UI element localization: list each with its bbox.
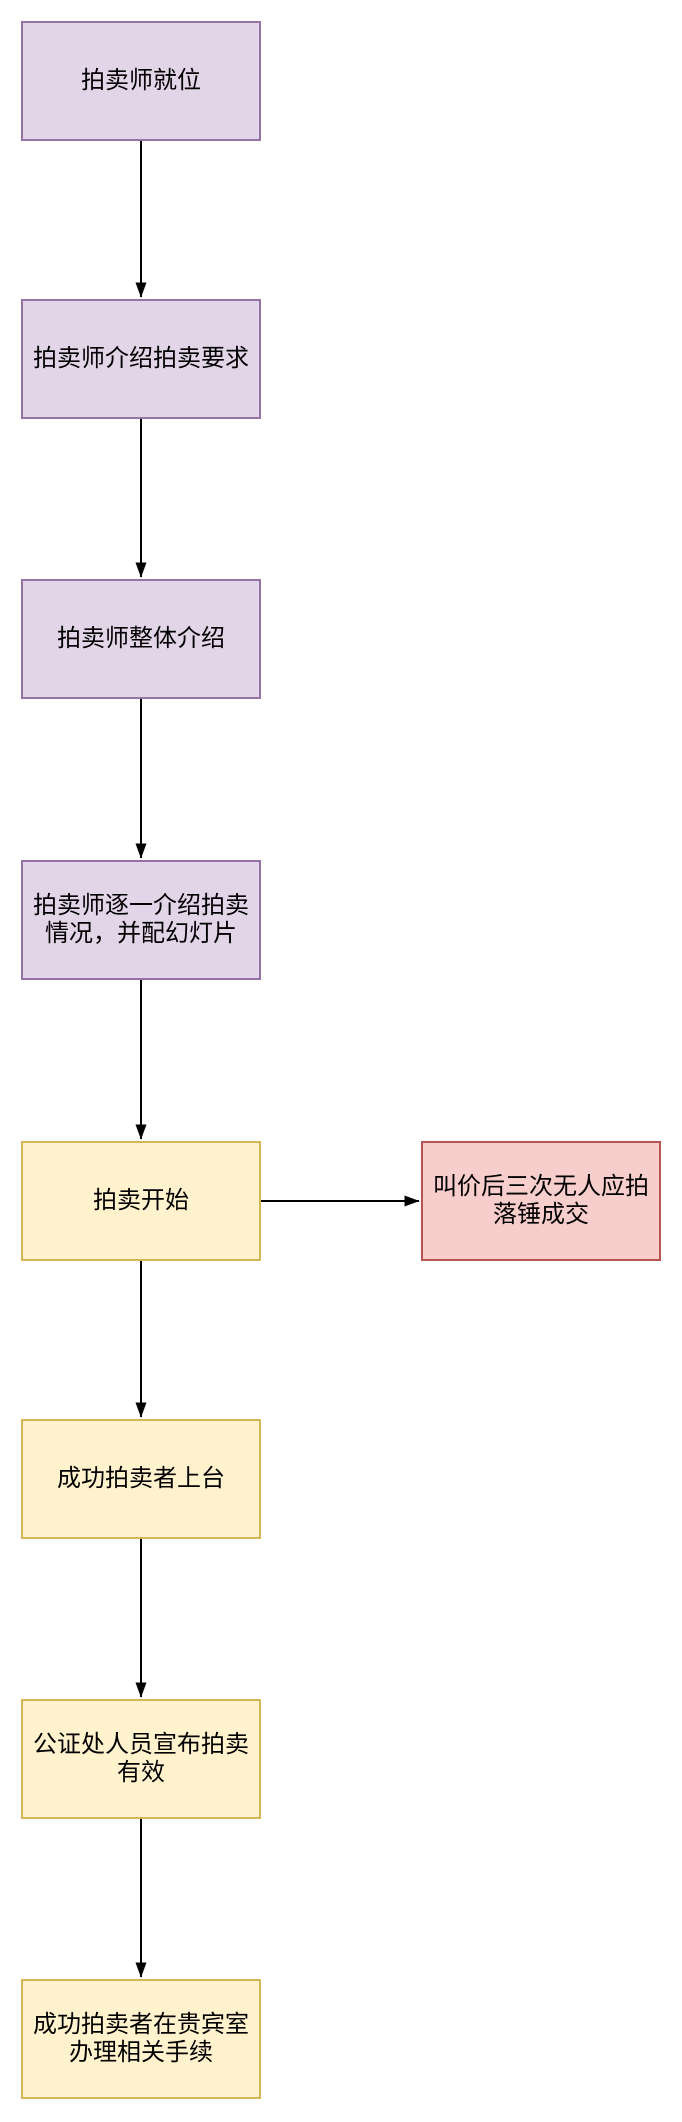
node-label: 公证处人员宣布拍卖 有效	[33, 1731, 249, 1786]
node-label: 拍卖师整体介绍	[57, 625, 225, 652]
node-item-by-item-introduction-with-slides: 拍卖师逐一介绍拍卖 情况，并配幻灯片	[21, 860, 261, 980]
node-label: 拍卖师逐一介绍拍卖 情况，并配幻灯片	[33, 892, 249, 947]
node-hammer-falls-after-three-calls: 叫价后三次无人应拍 落锤成交	[421, 1141, 661, 1261]
node-winner-vip-room-procedures: 成功拍卖者在贵宾室 办理相关手续	[21, 1979, 261, 2099]
node-auctioneer-introduces-requirements: 拍卖师介绍拍卖要求	[21, 299, 261, 419]
node-label: 叫价后三次无人应拍 落锤成交	[433, 1173, 649, 1228]
node-label: 成功拍卖者在贵宾室 办理相关手续	[33, 2011, 249, 2066]
node-winning-bidder-on-stage: 成功拍卖者上台	[21, 1419, 261, 1539]
node-auctioneer-takes-position: 拍卖师就位	[21, 21, 261, 141]
node-notary-announces-auction-valid: 公证处人员宣布拍卖 有效	[21, 1699, 261, 1819]
node-auction-starts: 拍卖开始	[21, 1141, 261, 1261]
node-label: 成功拍卖者上台	[57, 1465, 225, 1492]
node-auctioneer-overall-introduction: 拍卖师整体介绍	[21, 579, 261, 699]
node-label: 拍卖师就位	[81, 67, 201, 94]
node-label: 拍卖师介绍拍卖要求	[33, 345, 249, 372]
node-label: 拍卖开始	[93, 1187, 189, 1214]
